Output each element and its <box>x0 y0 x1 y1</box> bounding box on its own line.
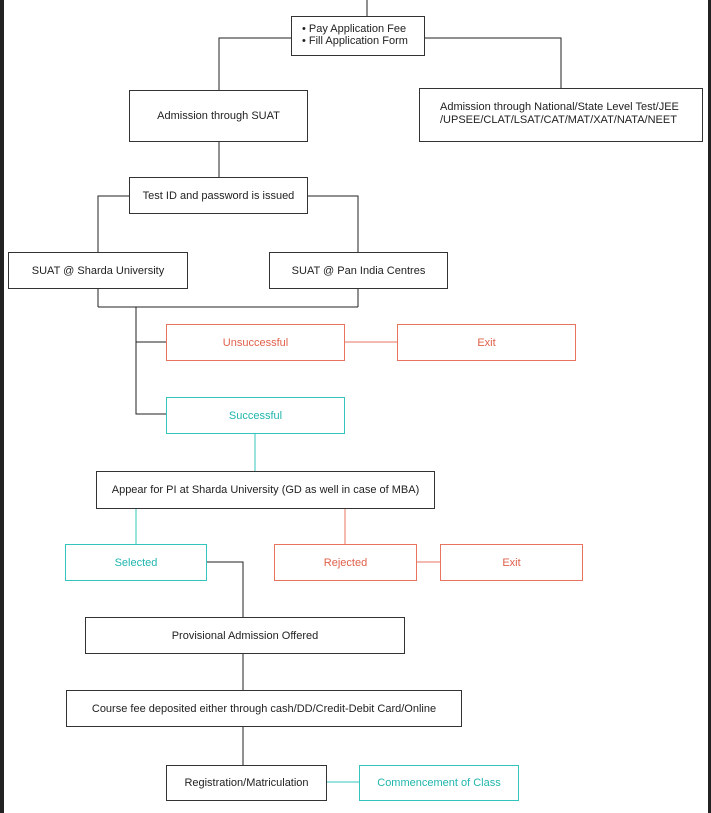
rejected-box: Rejected <box>274 544 417 581</box>
successful-box: Successful <box>166 397 345 434</box>
application-fee-box: Pay Application Fee Fill Application For… <box>291 16 425 56</box>
connector-trunk-successful <box>135 307 166 415</box>
national-admission-box: Admission through National/State Level T… <box>419 88 703 142</box>
unsuccessful-label: Unsuccessful <box>222 336 289 349</box>
unsuccessful-box: Unsuccessful <box>166 324 345 361</box>
selected-label: Selected <box>114 556 158 569</box>
connector-testid-panindia <box>308 195 359 252</box>
right-frame-edge <box>708 0 711 813</box>
exit-box-2: Exit <box>440 544 583 581</box>
national-admission-line1: Admission through National/State Level T… <box>440 101 679 113</box>
suat-admission-box: Admission through SUAT <box>129 90 308 142</box>
provisional-admission-label: Provisional Admission Offered <box>171 629 319 642</box>
registration-label: Registration/Matriculation <box>184 777 309 789</box>
fee-item-form: Fill Application Form <box>302 35 424 47</box>
connector-selected-provisional <box>207 561 244 617</box>
connector-fee-national <box>425 37 562 88</box>
left-frame-edge <box>0 0 4 813</box>
suat-pan-india-box: SUAT @ Pan India Centres <box>269 252 448 289</box>
test-id-label: Test ID and password is issued <box>142 189 295 202</box>
test-id-box: Test ID and password is issued <box>129 177 308 214</box>
suat-sharda-box: SUAT @ Sharda University <box>8 252 188 289</box>
course-fee-label: Course fee deposited either through cash… <box>91 702 437 715</box>
registration-box: Registration/Matriculation <box>166 765 327 801</box>
national-admission-line2: /UPSEE/CLAT/LSAT/CAT/MAT/XAT/NATA/NEET <box>440 114 677 126</box>
selected-box: Selected <box>65 544 207 581</box>
successful-label: Successful <box>228 409 283 422</box>
course-fee-box: Course fee deposited either through cash… <box>66 690 462 727</box>
commencement-box: Commencement of Class <box>359 765 519 801</box>
connector-fee-suat <box>218 37 291 90</box>
fee-item-pay: Pay Application Fee <box>302 23 424 35</box>
suat-admission-label: Admission through SUAT <box>157 110 280 122</box>
connector-testid-sharda <box>97 195 129 252</box>
exit-box-1: Exit <box>397 324 576 361</box>
exit-label-1: Exit <box>477 336 496 349</box>
commencement-label: Commencement of Class <box>377 777 501 789</box>
pi-box: Appear for PI at Sharda University (GD a… <box>96 471 435 509</box>
provisional-admission-box: Provisional Admission Offered <box>85 617 405 654</box>
suat-pan-india-label: SUAT @ Pan India Centres <box>291 264 426 277</box>
exit-label-2: Exit <box>502 556 521 569</box>
pi-label: Appear for PI at Sharda University (GD a… <box>111 484 420 496</box>
rejected-label: Rejected <box>323 556 368 569</box>
suat-sharda-label: SUAT @ Sharda University <box>31 264 165 277</box>
